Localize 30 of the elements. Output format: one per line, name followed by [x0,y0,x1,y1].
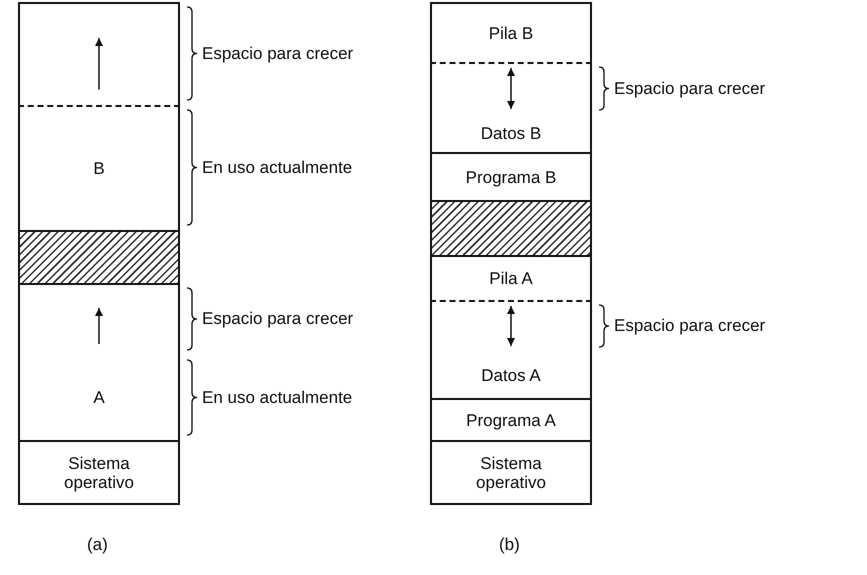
segment-label: Datos B [480,124,542,143]
segment-label: Sistema operativo [475,454,547,492]
segment-label: Programa A [466,410,556,430]
memory-segment [430,255,592,300]
brace-label: Espacio para crecer [614,78,766,98]
hatched-segment [18,230,180,283]
panel-caption: (a) [87,535,108,555]
segment-label: Pila A [489,269,533,288]
brace-label: Espacio para crecer [202,309,354,329]
hatched-segment [430,200,592,255]
segment-label: A [93,388,105,407]
memory-segment [18,440,180,505]
brace-label: Espacio para crecer [614,316,766,336]
memory-segment [18,355,180,440]
segment-label: Sistema operativo [63,454,135,492]
brace-label: Espacio para crecer [202,44,354,64]
memory-segment [430,2,592,62]
memory-segment [430,398,592,440]
memory-segment [430,115,592,152]
brace-label: En uso actualmente [202,158,352,178]
segment-label: Datos A [481,366,541,384]
segment-label: Pila B [488,24,534,42]
segment-label: Programa B [466,168,556,186]
memory-segment [18,283,180,355]
memory-segment [430,440,592,505]
panel-caption: (b) [499,535,520,555]
segment-label: B [93,159,105,178]
memory-segment [18,2,180,105]
memory-segment [430,352,592,398]
brace-label: En uso actualmente [202,388,352,408]
